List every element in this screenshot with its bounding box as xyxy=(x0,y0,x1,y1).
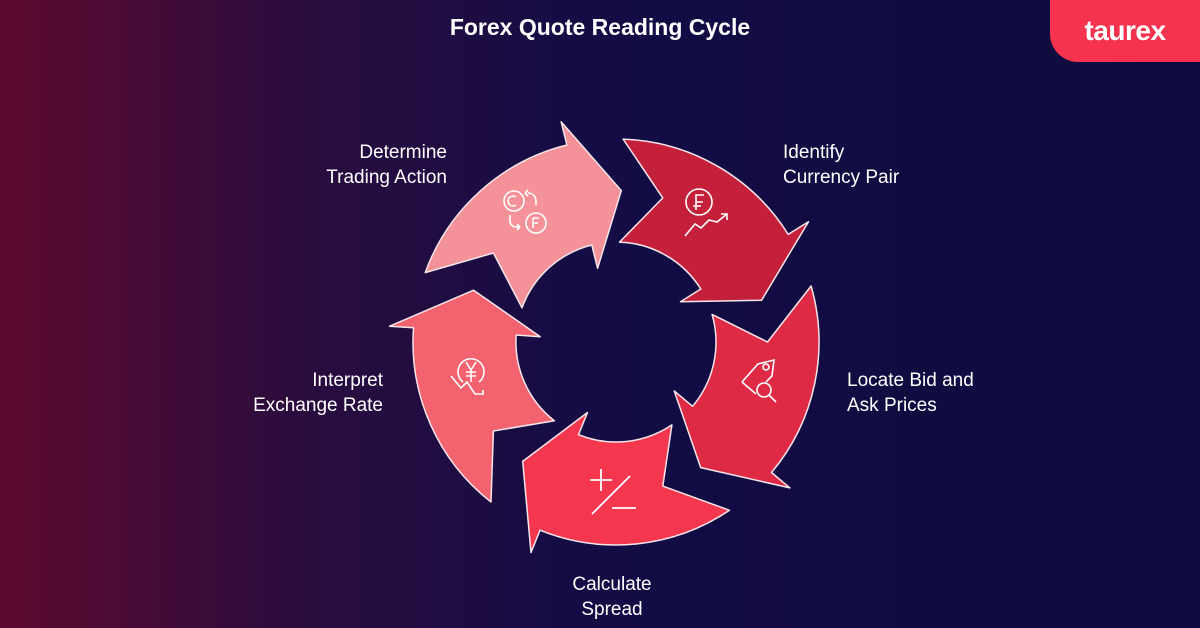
label-line: Interpret xyxy=(312,370,383,391)
label-line: Currency Pair xyxy=(783,167,900,188)
cycle-arrow-determine-trading-action xyxy=(424,120,623,309)
label-identify-currency-pair: Identify Currency Pair xyxy=(783,140,899,190)
label-line: Locate Bid and xyxy=(847,370,974,391)
cycle-arrow-identify-currency-pair xyxy=(618,138,810,303)
page-title: Forex Quote Reading Cycle xyxy=(449,14,751,40)
currency-exchange-icon xyxy=(496,183,556,243)
label-line: Exchange Rate xyxy=(253,395,383,416)
taurex-logo: taurex xyxy=(1050,0,1200,62)
label-determine-trading-action: Determine Trading Action xyxy=(326,140,447,190)
yen-trend-down-icon xyxy=(443,348,503,408)
label-interpret-exchange-rate: Interpret Exchange Rate xyxy=(253,368,383,418)
label-line: Ask Prices xyxy=(847,395,937,416)
price-tag-search-icon xyxy=(730,350,790,410)
label-line: Determine xyxy=(359,142,447,163)
label-line: Calculate xyxy=(572,574,652,595)
label-line: Trading Action xyxy=(326,167,447,188)
cycle-arrow-interpret-exchange-rate xyxy=(388,289,556,503)
franc-trend-up-icon xyxy=(675,180,735,240)
label-calculate-spread: Calculate Spread xyxy=(512,572,712,622)
label-line: Identify xyxy=(783,142,845,163)
cycle-arrow-calculate-spread xyxy=(521,411,731,554)
label-locate-bid-ask: Locate Bid and Ask Prices xyxy=(847,368,974,418)
plus-minus-icon xyxy=(582,462,642,522)
label-line: Spread xyxy=(581,599,643,620)
